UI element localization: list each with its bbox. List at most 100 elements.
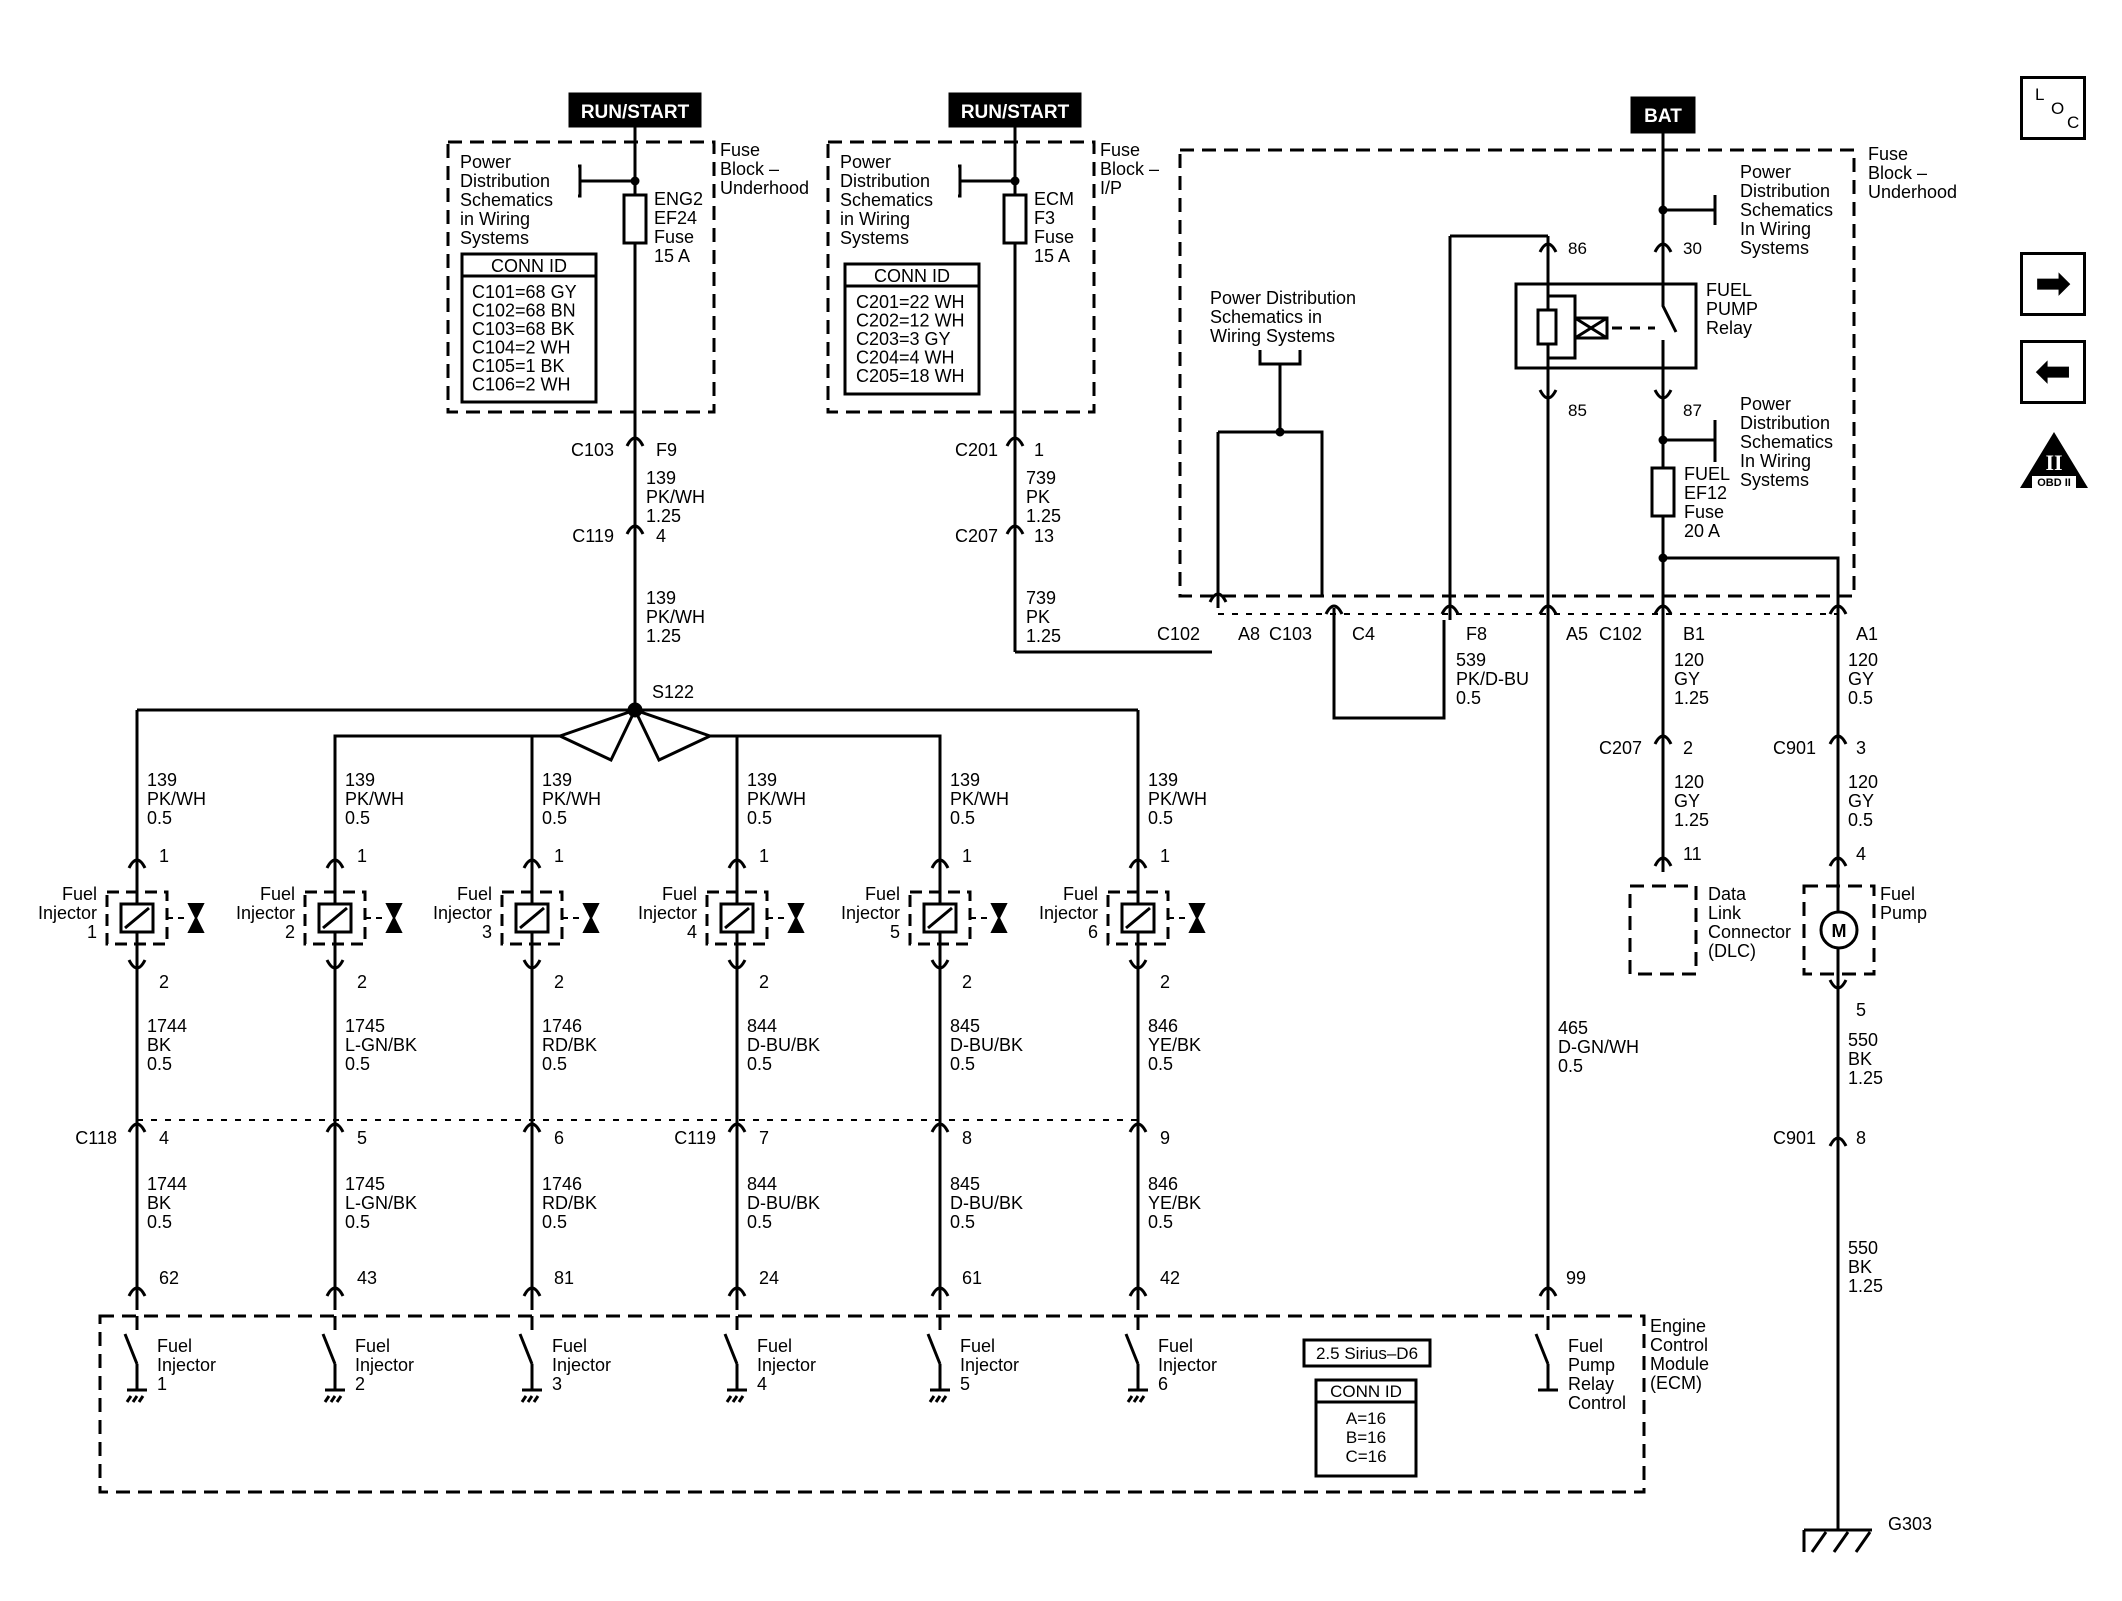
- conn-c207-2: [1653, 734, 1673, 750]
- dlc-label-line-2: Link: [1708, 903, 1742, 923]
- c207-label: C207: [955, 526, 998, 546]
- injector-6-pin2: 2: [1160, 972, 1170, 992]
- wire-120-d-line-2: GY: [1848, 791, 1874, 811]
- fb3-power-dist-mid-line-2: Distribution: [1740, 413, 1830, 433]
- dlc-label-line-4: (DLC): [1708, 941, 1756, 961]
- ecm-injector-5-switch: [926, 1316, 950, 1403]
- injector-4-label-line-1: Fuel: [662, 884, 697, 904]
- fb2-power-dist-line-3: Schematics: [840, 190, 933, 210]
- wire-539-line-1: 539: [1456, 650, 1486, 670]
- injector-3-pin1-conn: [522, 858, 542, 874]
- fb3-power-dist-top-line-3: Schematics: [1740, 200, 1833, 220]
- injector-4-label-line-2: Injector: [638, 903, 697, 923]
- arrow-right-icon: ➡: [2034, 258, 2072, 309]
- c901-b-label: C901: [1773, 1128, 1816, 1148]
- injector-1-label-line-1: Fuel: [62, 884, 97, 904]
- injector-3-ecm-conn: [522, 1286, 542, 1302]
- wire-465-line-2: D-GN/WH: [1558, 1037, 1639, 1057]
- injector-4-valve-icon: [787, 903, 805, 933]
- injector-1-pin1-conn: [127, 858, 147, 874]
- ecm-title-line-1: Engine: [1650, 1316, 1706, 1336]
- fuel-pump-relay-label-line-2: PUMP: [1706, 299, 1758, 319]
- conn-87: [1653, 384, 1673, 400]
- dlc-box: [1628, 884, 1698, 976]
- injector-1-ecm-pin: 62: [159, 1268, 179, 1288]
- injector-2-pin2-conn: [325, 954, 345, 970]
- injector-3-top-wire-line-2: PK/WH: [542, 789, 601, 809]
- wire-120-d-line-1: 120: [1848, 772, 1878, 792]
- a5-label: A5: [1566, 624, 1588, 644]
- ecm-injector-4-switch: [723, 1316, 747, 1403]
- injector-2-label-line-2: Injector: [236, 903, 295, 923]
- c119-label: C119: [674, 1128, 716, 1148]
- ecm-relay-control-label-line-3: Relay: [1568, 1374, 1614, 1394]
- ecm-relay-control-label-line-2: Pump: [1568, 1355, 1615, 1375]
- fb3-power-dist-left-line-3: Wiring Systems: [1210, 326, 1335, 346]
- ecm-conn-id-title: CONN ID: [1330, 1382, 1402, 1401]
- injector-2-wire-a-line-2: L-GN/BK: [345, 1035, 417, 1055]
- injector-3-num: 3: [482, 922, 492, 942]
- injector-6-conn: [1128, 1122, 1148, 1138]
- fb2-power-dist-line-4: in Wiring: [840, 209, 910, 229]
- fb3-power-dist-top-line-2: Distribution: [1740, 181, 1830, 201]
- fb3-power-dist-left-line-2: Schematics in: [1210, 307, 1322, 327]
- injector-4-pin2-conn: [727, 954, 747, 970]
- ecm-conn-id-box: [1314, 1378, 1418, 1478]
- injector-1-wire-b-line-1: 1744: [147, 1174, 187, 1194]
- conn-id-box-1: [460, 252, 598, 404]
- conn-c103-f9: [625, 436, 645, 452]
- conn-a5: [1538, 604, 1558, 620]
- fuse-ef12-line-4: 20 A: [1684, 521, 1720, 541]
- fuel-pump-box: [1802, 884, 1876, 976]
- fuse-ef12-line-3: Fuse: [1684, 502, 1724, 522]
- injector-3-label-line-1: Fuel: [457, 884, 492, 904]
- fuse-eng2-line-3: Fuse: [654, 227, 694, 247]
- fuse-block-ip-title-line-1: Fuse: [1100, 140, 1140, 160]
- c102-b1-label: C102: [1599, 624, 1642, 644]
- injector-5-wire-b-line-1: 845: [950, 1174, 980, 1194]
- injector-2-top-wire-line-1: 139: [345, 770, 375, 790]
- fb2-conn-id-line-3: C203=3 GY: [856, 329, 951, 349]
- f9-label: F9: [656, 440, 677, 460]
- wire-550-b-line-1: 550: [1848, 1238, 1878, 1258]
- conn-c201: [1005, 436, 1025, 452]
- ecm-injector-3-label-line-2: Injector: [552, 1355, 611, 1375]
- fb3-power-dist-left-line-1: Power Distribution: [1210, 288, 1356, 308]
- back-button[interactable]: ⬅: [2020, 340, 2086, 404]
- injector-4-wire-a-line-3: 0.5: [747, 1054, 772, 1074]
- wire-120-b-line-3: 0.5: [1848, 688, 1873, 708]
- relay-pin-86: 86: [1568, 239, 1587, 258]
- injector-1-wire-b-line-3: 0.5: [147, 1212, 172, 1232]
- ecm-injector-2-label-line-1: Fuel: [355, 1336, 390, 1356]
- fb1-power-dist-line-4: in Wiring: [460, 209, 530, 229]
- injector-6-wire-b-line-2: YE/BK: [1148, 1193, 1201, 1213]
- injector-3-wire-b-line-2: RD/BK: [542, 1193, 597, 1213]
- injector-5-ecm-conn: [930, 1286, 950, 1302]
- wire-139-b-line-3: 1.25: [646, 626, 681, 646]
- injector-2-num: 2: [285, 922, 295, 942]
- c207-b-label: C207: [1599, 738, 1642, 758]
- injector-2-conn: [325, 1122, 345, 1138]
- loc-button[interactable]: L O C: [2020, 76, 2086, 140]
- injector-6-valve-icon: [1188, 903, 1206, 933]
- injector-5-wire-b-line-3: 0.5: [950, 1212, 975, 1232]
- c901-a-label: C901: [1773, 738, 1816, 758]
- wire-550-b-line-2: BK: [1848, 1257, 1872, 1277]
- wire-120-a-line-1: 120: [1674, 650, 1704, 670]
- ecm-injector-3-num: 3: [552, 1374, 562, 1394]
- fb3-power-dist-mid-line-3: Schematics: [1740, 432, 1833, 452]
- fb1-power-dist-line-5: Systems: [460, 228, 529, 248]
- ecm-injector-2-switch: [321, 1316, 345, 1403]
- injector-2-pin2: 2: [357, 972, 367, 992]
- injector-6-wire-b-line-1: 846: [1148, 1174, 1178, 1194]
- wire-550-b-line-3: 1.25: [1848, 1276, 1883, 1296]
- ecm-injector-4-label-line-1: Fuel: [757, 1336, 792, 1356]
- injector-3-wire-a-line-3: 0.5: [542, 1054, 567, 1074]
- fb1-conn-id-title: CONN ID: [491, 256, 567, 276]
- fb2-conn-id-line-5: C205=18 WH: [856, 366, 965, 386]
- injector-5-conn-pin: 8: [962, 1128, 972, 1148]
- injector-4-ecm-pin: 24: [759, 1268, 779, 1288]
- injector-5-top-wire-line-3: 0.5: [950, 808, 975, 828]
- injector-4-pin2: 2: [759, 972, 769, 992]
- forward-button[interactable]: ➡: [2020, 252, 2086, 316]
